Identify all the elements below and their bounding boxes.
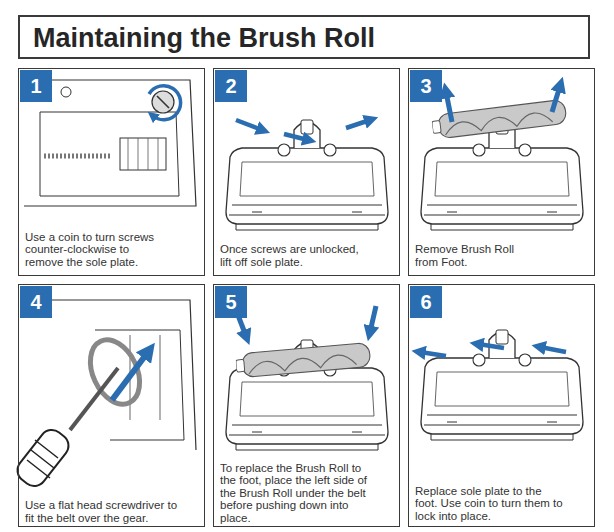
step-number-badge: 1: [20, 70, 52, 102]
step-number-badge: 5: [215, 286, 247, 318]
step-number: 3: [410, 75, 442, 97]
step-caption: To replace the Brush Roll to the foot, p…: [220, 462, 380, 524]
step6-illustration: [420, 330, 583, 440]
step-panel: To replace the Brush Roll to the foot, p…: [213, 284, 400, 527]
step2-illustration: [226, 120, 388, 230]
step-number-badge: 2: [215, 70, 247, 102]
step-number-badge: 3: [410, 70, 442, 102]
step5-illustration: [226, 306, 388, 450]
step-number: 2: [215, 75, 247, 97]
step-caption: Once screws are unlocked, lift off sole …: [220, 243, 370, 268]
step3-illustration: [421, 86, 583, 230]
step-panel: Replace sole plate to the foot. Use coin…: [408, 284, 595, 527]
step-panel: Once screws are unlocked, lift off sole …: [213, 68, 400, 276]
step-number-badge: 6: [410, 286, 442, 318]
step-number: 6: [410, 291, 442, 313]
step-number: 5: [215, 291, 247, 313]
step-number: 1: [20, 75, 52, 97]
step4-illustration: [13, 300, 196, 491]
title-box: Maintaining the Brush Roll: [18, 15, 590, 59]
step-panel: Use a flat head screwdriver to fit the b…: [18, 284, 205, 527]
step-number: 4: [20, 291, 52, 313]
step-caption: Remove Brush Roll from Foot.: [415, 243, 530, 268]
step-caption: Use a flat head screwdriver to fit the b…: [25, 499, 185, 524]
step-number-badge: 4: [20, 286, 52, 318]
step-panel: Remove Brush Roll from Foot. 3: [408, 68, 595, 276]
step-panel: Use a coin to turn screws counter-clockw…: [18, 68, 205, 276]
step-caption: Replace sole plate to the foot. Use coin…: [415, 485, 565, 522]
step-caption: Use a coin to turn screws counter-clockw…: [25, 231, 170, 268]
title: Maintaining the Brush Roll: [33, 23, 375, 53]
